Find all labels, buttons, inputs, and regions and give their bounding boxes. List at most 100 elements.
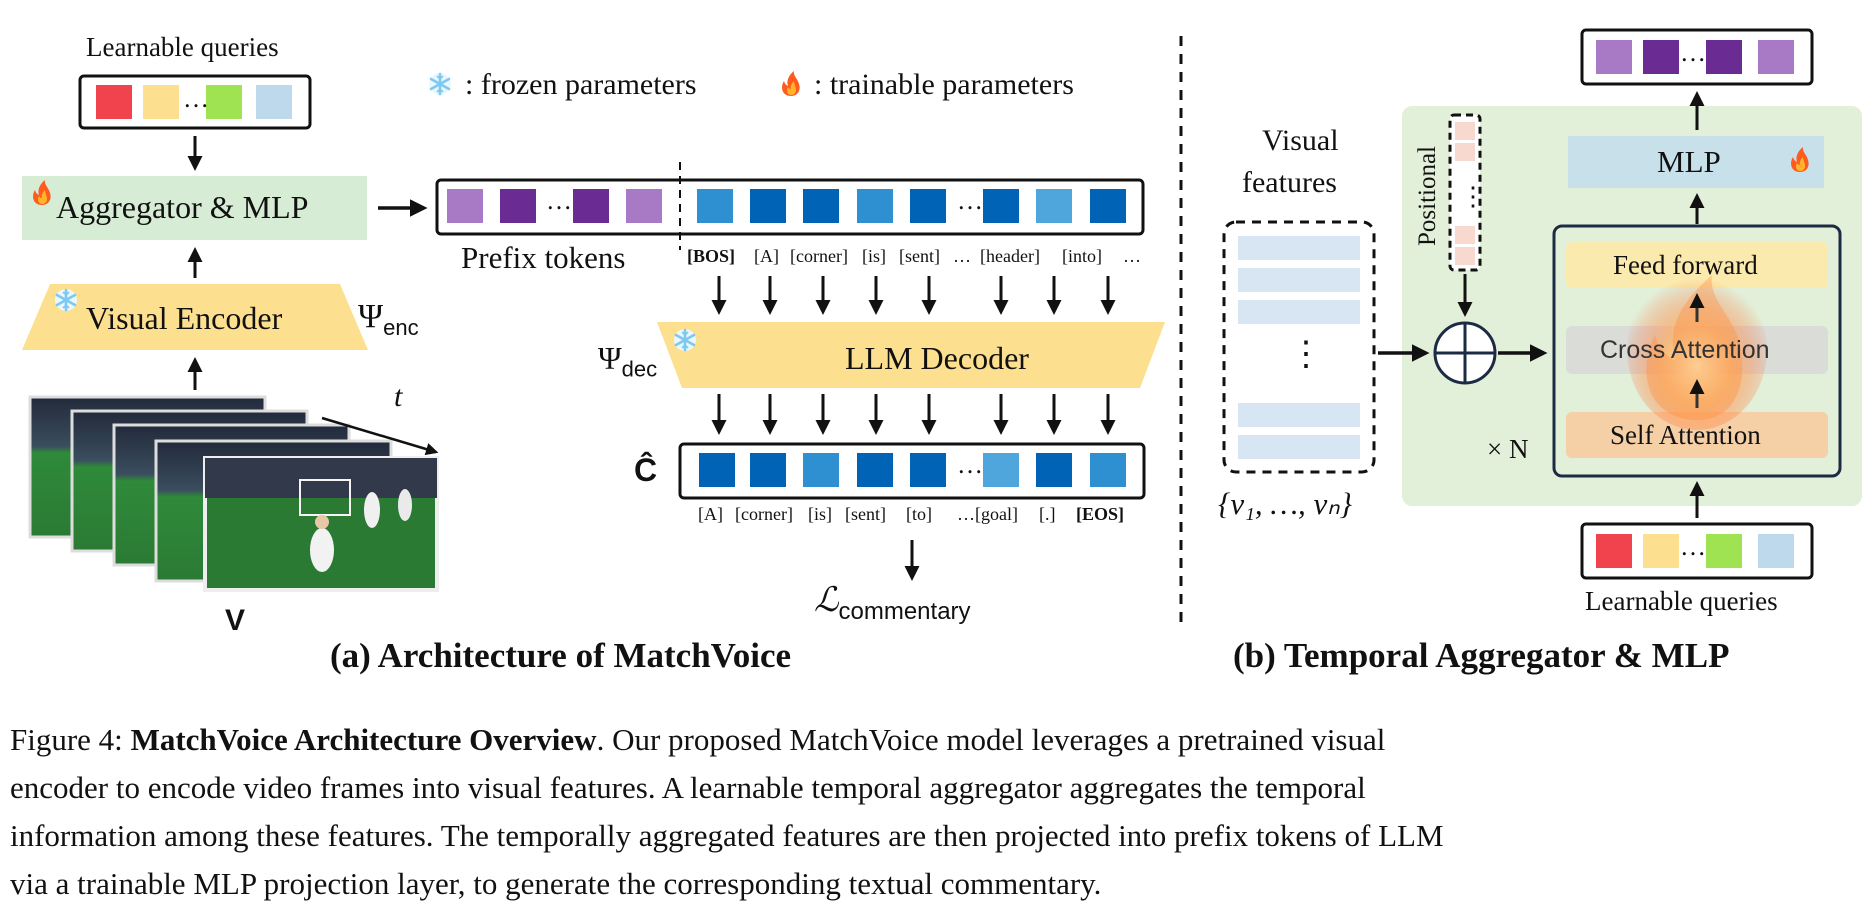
frozen-snowflake-icon-dec [672,327,698,353]
ellipsis: … [1680,38,1706,67]
video-frames-stack [28,395,439,592]
vertical-ellipsis: ⋮ [1289,336,1323,373]
feature-set-label: {v₁, …, vₙ} [1218,486,1353,521]
ellipsis: … [183,84,209,113]
caption-line-1: Figure 4: MatchVoice Architecture Overvi… [10,722,1386,757]
feed-forward-label: Feed forward [1613,250,1758,280]
positional-label: Positional [1414,146,1441,247]
caption-line-4: via a trainable MLP projection layer, to… [10,866,1102,901]
architecture-figure [22,28,1862,628]
legend-snowflake-icon [427,71,453,97]
psi-dec-label: Ψdec [598,340,658,382]
input-token-label: [corner] [790,246,848,266]
caption-line-2: encoder to encode video frames into visu… [10,770,1366,805]
query-token-red [96,85,132,119]
ellipsis: … [546,186,572,215]
output-token-sequence [678,442,1146,500]
self-attention-box [1566,412,1828,458]
repeat-n-label: × N [1487,434,1529,464]
output-token-label: [EOS] [1076,504,1125,524]
input-token-label: … [1123,246,1141,266]
learnable-queries-box-b [1580,522,1814,580]
text-token [697,189,733,223]
output-token [910,453,946,487]
input-token-label: [BOS] [687,246,736,266]
input-token-label: [is] [862,246,886,266]
transformer-block [1552,224,1842,478]
learnable-queries-label-a: Learnable queries [86,32,279,62]
ellipsis: … [957,186,983,215]
output-token [1036,453,1072,487]
output-token-label: …[goal] [957,504,1018,524]
output-token-label: [is] [808,504,832,524]
prefix-token [447,189,483,223]
query-token-green [206,85,242,119]
fire-overlay-icon [1627,270,1767,430]
vertical-ellipsis-pos: ⋮ [1460,182,1486,211]
output-token [1090,453,1126,487]
text-token [1036,189,1072,223]
legend-flame-icon [782,71,800,96]
mlp-box [1568,136,1824,188]
loss-label: ℒcommentary [814,582,971,625]
positional-encoding-column [1448,113,1482,272]
text-token [910,189,946,223]
caption-line-3: information among these features. The te… [10,818,1444,853]
output-token [699,453,735,487]
prefix-tokens-label: Prefix tokens [461,240,626,275]
add-operator-icon [1433,321,1497,385]
output-token [983,453,1019,487]
output-token-label: [.] [1039,504,1056,524]
visual-features-box [1222,220,1376,474]
ellipsis: … [1680,532,1706,561]
legend-frozen-text: : frozen parameters [465,68,697,101]
output-token [857,453,893,487]
visual-encoder-label: Visual Encoder [86,300,283,336]
visual-features-label-2: features [1242,166,1337,199]
input-token-label: [A] [754,246,779,266]
input-token-label: [sent] [899,246,940,266]
aggregator-mlp-box [22,176,367,240]
learnable-queries-label-b: Learnable queries [1585,586,1778,616]
input-token-label: [into] [1062,246,1102,266]
self-attention-label: Self Attention [1610,420,1761,450]
decoder-input-arrows [711,276,1116,315]
text-token [857,189,893,223]
aggregator-label: Aggregator & MLP [56,189,309,225]
visual-encoder-trapezoid [22,284,368,350]
input-token-sequence [435,162,1145,250]
output-token [750,453,786,487]
learnable-queries-box-a [78,74,312,130]
aggregator-panel-bg [1402,106,1862,506]
prefix-token [500,189,536,223]
llm-decoder-label: LLM Decoder [845,340,1029,376]
output-token-label: [corner] [735,504,793,524]
output-token-label: [A] [698,504,723,524]
time-axis-label: t [394,380,403,413]
query-token-lightblue [256,85,292,119]
panel-a-title: (a) Architecture of MatchVoice [330,636,792,675]
visual-features-label-1: Visual [1262,124,1339,157]
panel-b-title: (b) Temporal Aggregator & MLP [1233,636,1730,675]
output-token-label: [to] [906,504,932,524]
text-token [803,189,839,223]
c-hat-label: Ĉ [634,452,658,488]
input-token-label: [header] [980,246,1040,266]
llm-decoder-trapezoid [657,322,1165,388]
frozen-snowflake-icon [53,287,79,313]
text-token [750,189,786,223]
decoder-output-arrows [711,394,1116,435]
text-token [1090,189,1126,223]
prefix-token [573,189,609,223]
output-token [803,453,839,487]
output-token-label: [sent] [845,504,886,524]
mlp-label: MLP [1657,144,1721,179]
psi-enc-label: Ψenc [358,298,419,340]
cross-attention-label: Cross Attention [1600,336,1770,364]
prefix-token [626,189,662,223]
legend-trainable-text: : trainable parameters [814,68,1074,101]
text-token [983,189,1019,223]
output-queries-box [1580,28,1814,86]
input-token-label: … [953,246,971,266]
query-token-yellow [143,85,179,119]
